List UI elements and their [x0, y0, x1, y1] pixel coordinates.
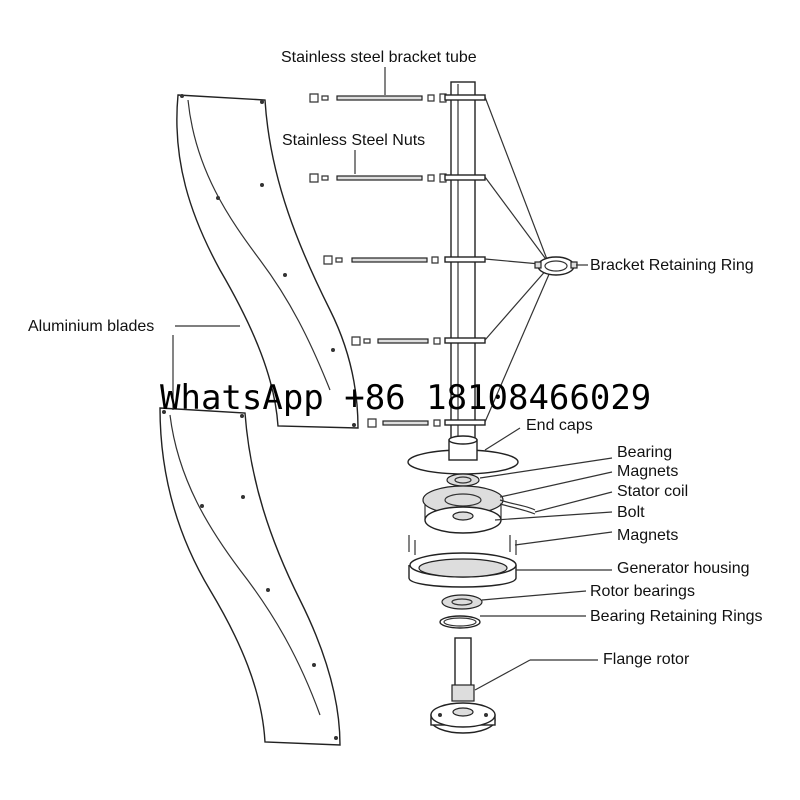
bracket-tube-row: [351, 336, 486, 346]
rotor-bearing-part: [441, 594, 483, 610]
label-magnets-2: Magnets: [617, 527, 679, 544]
label-bolt: Bolt: [617, 504, 645, 521]
upper-aluminium-blade: [176, 94, 359, 429]
bracket-tube-row: [367, 418, 486, 428]
label-generator-housing: Generator housing: [617, 560, 750, 577]
end-cap: [407, 435, 519, 475]
label-retaining-ring: Bracket Retaining Ring: [590, 257, 754, 274]
label-magnets-1: Magnets: [617, 463, 679, 480]
label-rotor-bearings: Rotor bearings: [590, 583, 695, 600]
label-stator-coil: Stator coil: [617, 483, 689, 500]
bearing-part: [446, 473, 480, 487]
bearing-retaining-ring-part: [439, 615, 481, 629]
lower-aluminium-blade: [159, 407, 341, 746]
bolts: [408, 535, 517, 555]
flange-rotor-part: [430, 637, 496, 734]
label-bracket-tube: Stainless steel bracket tube: [281, 49, 477, 66]
label-bearing-retaining-rings: Bearing Retaining Rings: [590, 608, 763, 625]
leader-lines: [172, 67, 613, 691]
bracket-retaining-ring: [484, 96, 578, 423]
bracket-tube-row: [309, 173, 486, 183]
watermark-contact: WhatsApp +86 18108466029: [160, 378, 652, 418]
label-blades: Aluminium blades: [28, 318, 155, 335]
bracket-tubes: [309, 93, 486, 428]
stator-assembly: [422, 485, 536, 534]
generator-housing-part: [408, 552, 517, 588]
label-end-caps: End caps: [526, 417, 593, 434]
label-steel-nuts: Stainless Steel Nuts: [282, 132, 426, 149]
label-flange-rotor: Flange rotor: [603, 651, 690, 668]
label-bearing: Bearing: [617, 444, 673, 461]
